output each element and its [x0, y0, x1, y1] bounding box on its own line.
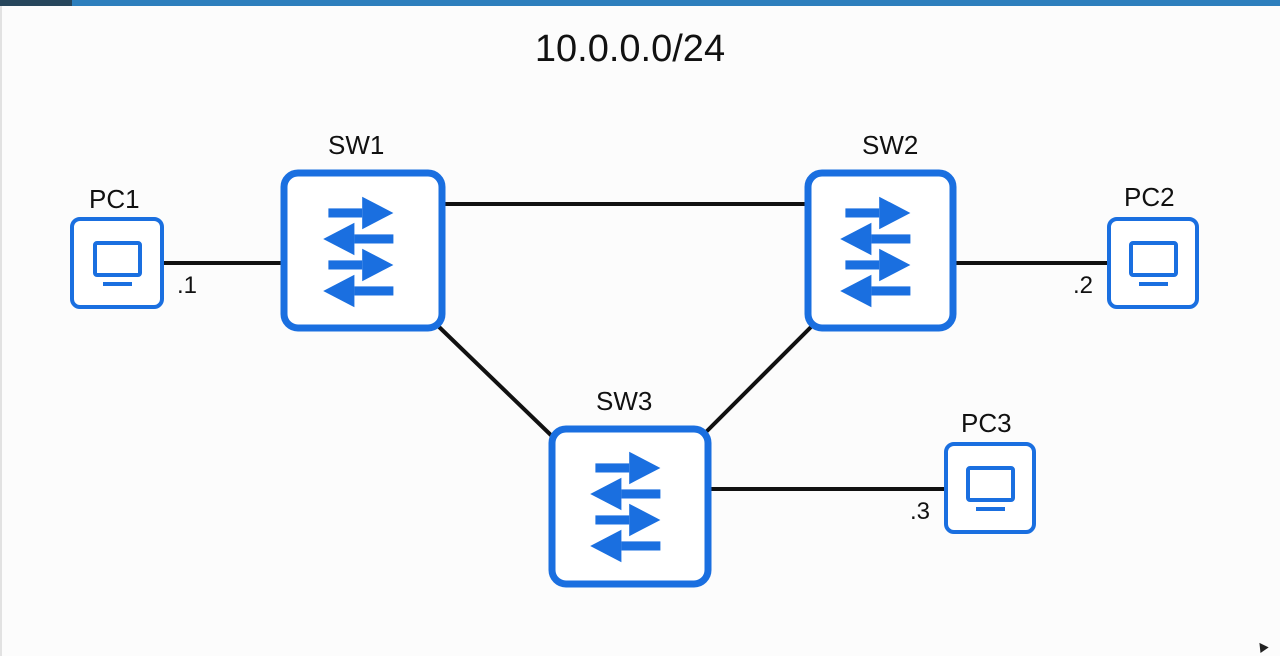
- pc1-node[interactable]: [70, 217, 164, 309]
- pc2-node[interactable]: [1107, 217, 1199, 309]
- sw3-label: SW3: [596, 386, 653, 416]
- pc3-node[interactable]: [944, 442, 1036, 534]
- sw3-node[interactable]: [548, 425, 712, 588]
- pc-icon: [966, 466, 1015, 511]
- link-sw1-sw3: [434, 322, 558, 442]
- sw2-node[interactable]: [804, 169, 957, 332]
- top-accent-bar: [0, 0, 1280, 6]
- subnet-title: 10.0.0.0/24: [534, 28, 726, 70]
- pc1-address: .1: [177, 272, 198, 299]
- sw2-label: SW2: [862, 130, 919, 160]
- pc3-label: PC3: [961, 408, 1012, 438]
- top-bar-tab: [0, 0, 72, 6]
- pc1-label: PC1: [89, 184, 140, 214]
- sw1-node[interactable]: [280, 169, 446, 332]
- pc-icon: [93, 241, 142, 286]
- pc2-address: .2: [1073, 272, 1094, 299]
- pc2-label: PC2: [1124, 182, 1175, 212]
- pc-icon: [1129, 241, 1178, 286]
- left-edge-line: [0, 6, 2, 656]
- links-group: [162, 202, 1109, 491]
- sw1-label: SW1: [328, 130, 385, 160]
- link-sw2-sw3: [702, 322, 816, 436]
- pc3-address: .3: [910, 498, 931, 525]
